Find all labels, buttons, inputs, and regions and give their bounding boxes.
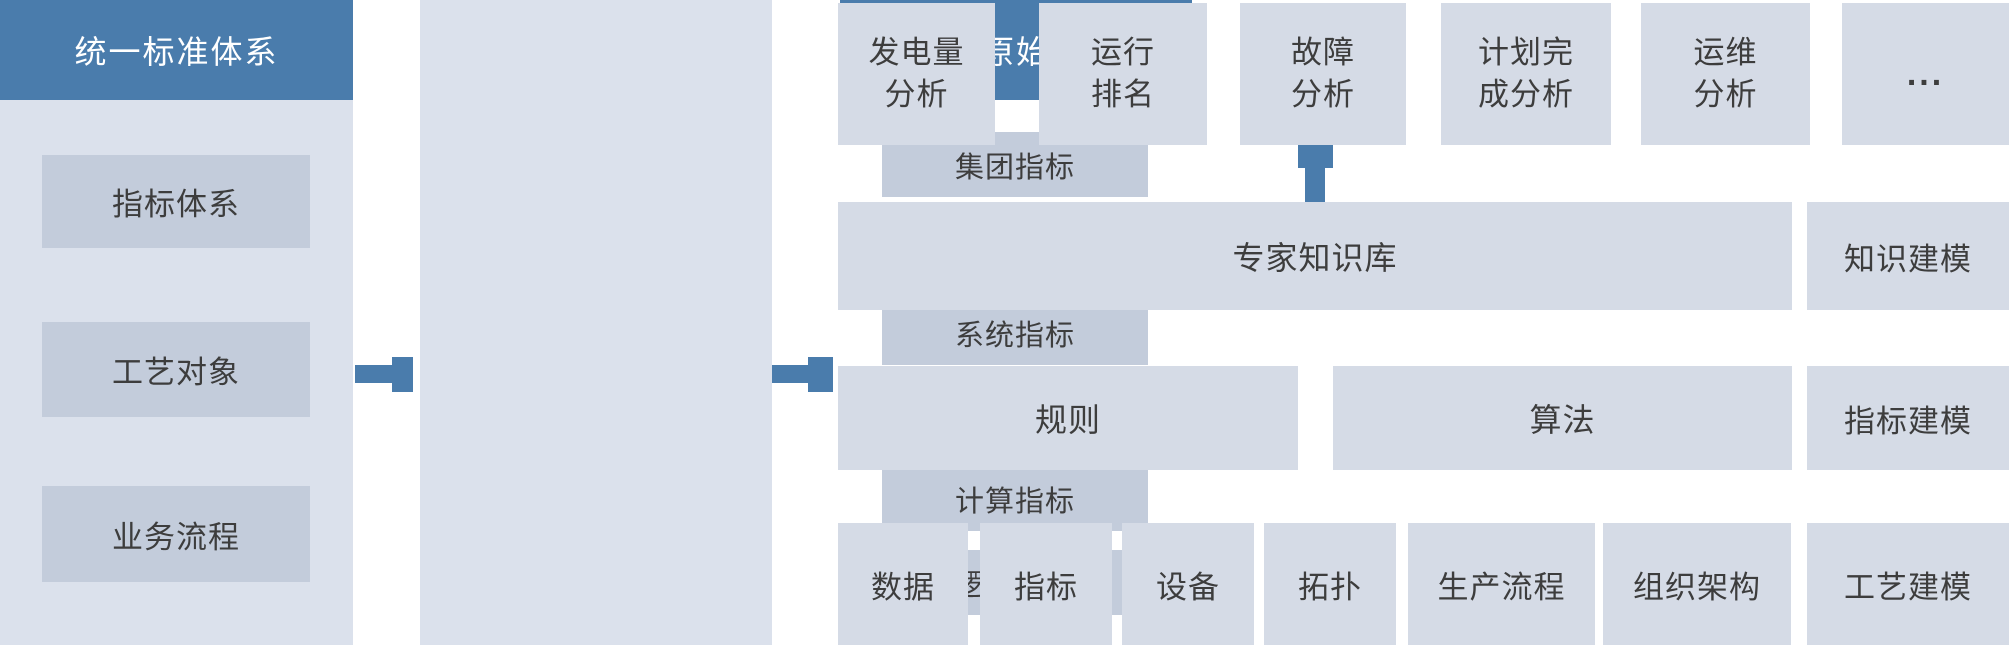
algorithm-box: 算法 (1333, 366, 1792, 470)
object-box-topology: 拓扑 (1264, 523, 1396, 645)
standards-item-process-object: 工艺对象 (42, 322, 310, 417)
object-box-data: 数据 (838, 523, 968, 645)
object-box-org-structure: 组织架构 (1603, 523, 1791, 645)
analysis-box-power-generation: 发电量 分析 (838, 3, 995, 145)
arrow-bar (772, 365, 808, 383)
arrow-head (808, 357, 833, 392)
standards-item-indicator-system: 指标体系 (42, 155, 310, 248)
analysis-box-fault: 故障 分析 (1240, 3, 1406, 145)
knowledge-modeling-box: 知识建模 (1807, 202, 2009, 310)
arrow-bar (355, 365, 392, 383)
arrow-bar (1305, 168, 1325, 202)
analysis-box-o-and-m: 运维 分析 (1641, 3, 1810, 145)
rules-box: 规则 (838, 366, 1298, 470)
standards-item-business-process: 业务流程 (42, 486, 310, 582)
process-modeling-box: 工艺建模 (1807, 523, 2009, 645)
arrow-head (392, 357, 413, 392)
object-box-production-process: 生产流程 (1408, 523, 1595, 645)
analysis-box-plan-completion: 计划完 成分析 (1441, 3, 1611, 145)
object-box-device: 设备 (1122, 523, 1254, 645)
arrow-head (1298, 145, 1333, 168)
standards-panel-title: 统一标准体系 (0, 0, 353, 100)
indicator-modeling-box: 指标建模 (1807, 366, 2009, 470)
analysis-box-operation-ranking: 运行 排名 (1039, 3, 1207, 145)
analysis-box-more: ... (1842, 3, 2009, 145)
model-item-system-indicator: 系统指标 (882, 300, 1148, 365)
object-box-indicator: 指标 (980, 523, 1112, 645)
expert-knowledge-box: 专家知识库 (838, 202, 1792, 310)
standards-panel: 统一标准体系 指标体系 工艺对象 业务流程 (0, 0, 353, 645)
model-item-group-indicator: 集团指标 (882, 132, 1148, 197)
model-panel: 构建原始模型 集团指标 厂站指标 系统指标 设备指标 计算指标 逻辑规则 (420, 0, 1192, 645)
model-item-calculation-indicator: 计算指标 (882, 466, 1148, 531)
